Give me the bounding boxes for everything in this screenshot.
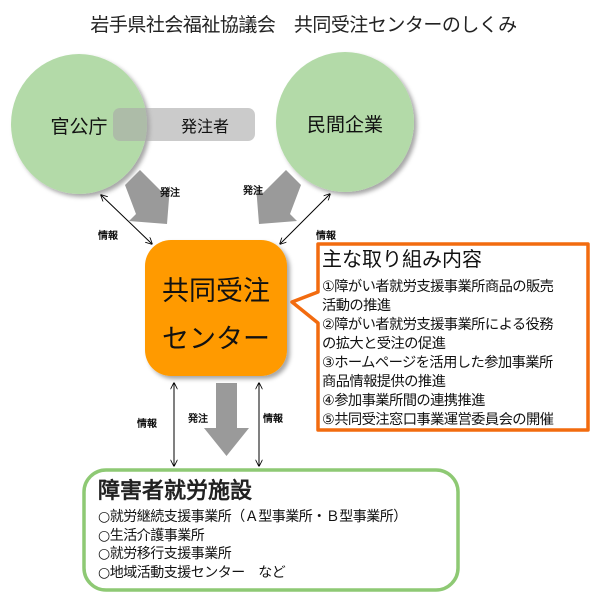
- government-circle: [11, 54, 147, 194]
- activity-item: ③ホームページを活用した参加事業所 商品情報提供の推進: [322, 355, 553, 390]
- center-label-line1: 共同受注: [162, 276, 270, 307]
- info-label-right-bottom: 情報: [263, 414, 283, 425]
- private-company-label: 民間企業: [306, 114, 383, 136]
- facilities: 障害者就労施設 ○就労継続支援事業所（Ａ型事業所・Ｂ型事業所） ○生活介護事業所…: [98, 478, 458, 582]
- facility-item: ○生活介護事業所: [98, 527, 205, 544]
- orderer-label: 発注者: [180, 117, 229, 136]
- activity-item: ⑤共同受注窓口事業運営委員会の開催: [322, 412, 554, 428]
- joint-order-center-label: 共同受注 センター: [148, 268, 284, 364]
- info-arrow-right-top: [280, 194, 330, 244]
- facility-item: ○地域活動支援センター など: [98, 564, 286, 581]
- activity-item: ①障がい者就労支援事業所商品の販売 活動の推進: [322, 279, 554, 314]
- order-arrow-right: [256, 170, 301, 224]
- facility-item: ○就労移行支援事業所: [98, 546, 232, 562]
- center-label-line2: センター: [162, 324, 270, 355]
- info-label-right-top: 情報: [316, 231, 336, 242]
- orderer-bar: [113, 108, 255, 141]
- order-arrow-down: [204, 383, 249, 456]
- info-label-left-bottom: 情報: [137, 419, 157, 430]
- page-title: 岩手県社会福祉協議会 共同受注センターのしくみ: [90, 14, 517, 36]
- info-arrow-left-top: [101, 195, 152, 244]
- facilities-title: 障害者就労施設: [98, 479, 253, 504]
- main-activities: 主な取り組み内容 ①障がい者就労支援事業所商品の販売 活動の推進 ②障がい者就労…: [318, 247, 586, 430]
- government-label: 官公庁: [50, 116, 108, 138]
- order-label-right: 発注: [243, 186, 263, 197]
- facility-box: [82, 468, 460, 592]
- private-company-circle: [276, 52, 414, 192]
- activity-item: ④参加事業所間の連携推進: [322, 393, 485, 409]
- joint-order-center-box: [145, 240, 287, 376]
- order-label-left: 発注: [160, 188, 180, 199]
- order-label-down: 発注: [188, 414, 208, 425]
- facility-item: ○就労継続支援事業所（Ａ型事業所・Ｂ型事業所）: [98, 509, 407, 525]
- main-activities-callout: [290, 242, 590, 432]
- activity-item: ②障がい者就労支援事業所による役務 の拡大と受注の促進: [322, 317, 554, 352]
- main-activities-title: 主な取り組み内容: [322, 247, 482, 271]
- info-label-left-top: 情報: [98, 231, 118, 242]
